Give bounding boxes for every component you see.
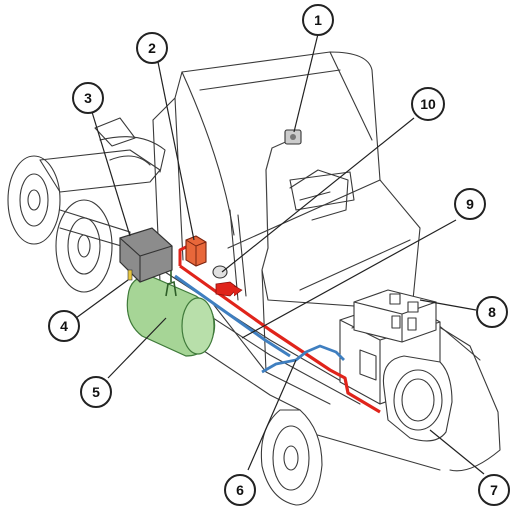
grey-control-module — [119, 227, 173, 283]
callout-4: 4 — [48, 310, 80, 342]
svg-text:4: 4 — [60, 318, 68, 334]
callout-9: 9 — [454, 188, 486, 220]
callout-3: 3 — [72, 82, 104, 114]
svg-text:3: 3 — [84, 90, 92, 106]
red-supply-line — [179, 264, 381, 414]
heater-outlet — [212, 265, 243, 297]
callout-7: 7 — [478, 474, 510, 506]
wire-to-switch — [261, 139, 291, 271]
svg-text:9: 9 — [466, 196, 474, 212]
leader-lines — [75, 33, 485, 475]
cab-body — [152, 51, 501, 506]
blue-line-to-engine — [261, 344, 345, 374]
battery-box — [353, 289, 437, 343]
svg-text:2: 2 — [148, 40, 156, 56]
svg-text:6: 6 — [236, 482, 244, 498]
svg-text:8: 8 — [488, 304, 496, 320]
svg-text:1: 1 — [314, 12, 322, 28]
svg-text:10: 10 — [420, 96, 436, 112]
rear-wheel-near — [55, 199, 113, 293]
truck-outline — [7, 51, 501, 506]
switch-panel — [284, 129, 302, 145]
callout-5: 5 — [80, 376, 112, 408]
callout-2: 2 — [136, 32, 168, 64]
callout-8: 8 — [476, 296, 508, 328]
callout-1: 1 — [302, 4, 334, 36]
orange-component — [185, 235, 207, 267]
rear-wheel-far — [7, 155, 61, 245]
fan-shroud — [382, 355, 453, 442]
callout-10: 10 — [411, 87, 445, 121]
svg-text:7: 7 — [490, 482, 498, 498]
blue-return-line — [174, 274, 291, 358]
callout-6: 6 — [224, 474, 256, 506]
svg-text:5: 5 — [92, 384, 100, 400]
